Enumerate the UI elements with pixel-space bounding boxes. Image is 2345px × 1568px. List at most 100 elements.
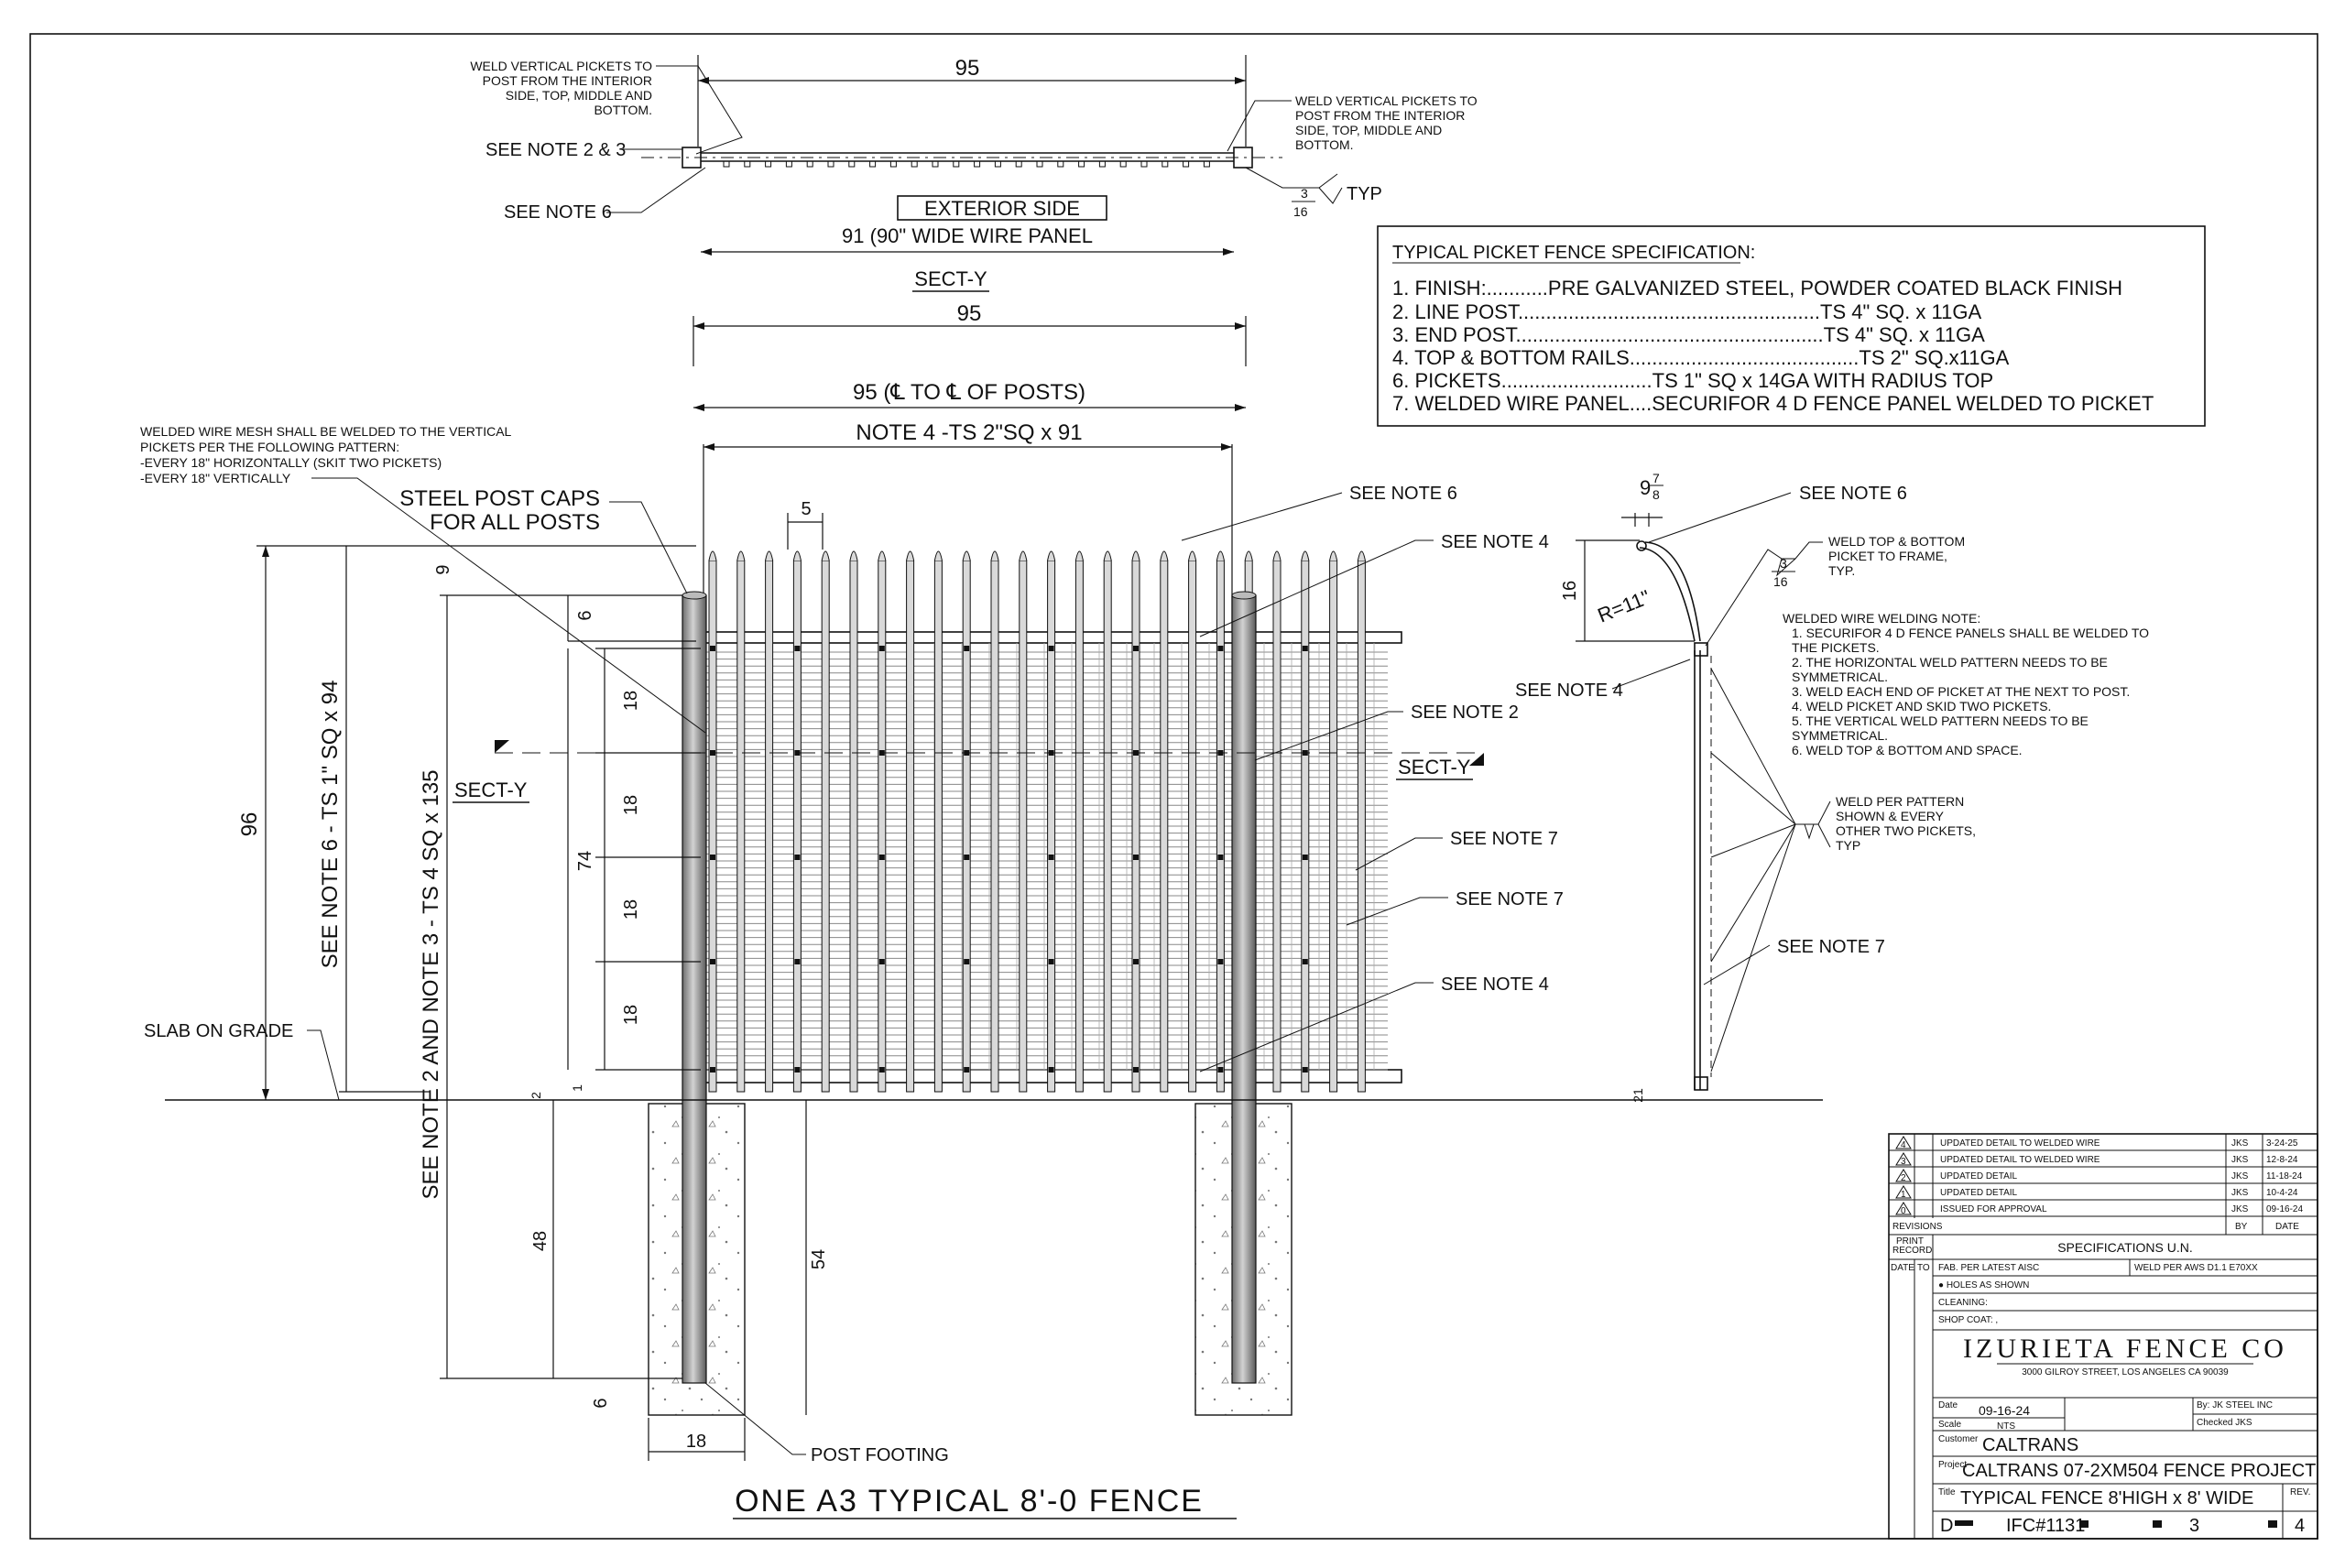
picket (990, 560, 999, 1093)
picket-top (1131, 550, 1140, 561)
picket-top (906, 550, 915, 561)
weld-pattern-2: SHOWN & EVERY (1836, 809, 1945, 823)
rev-date: 09-16-24 (2266, 1204, 2303, 1214)
welding-note-2b: SYMMETRICAL. (1792, 670, 1888, 684)
dim-18-b: 18 (621, 795, 641, 815)
top-picket-tick (1098, 160, 1106, 168)
dim-6: 6 (575, 610, 595, 620)
top-picket-tick (1140, 160, 1148, 168)
picket (1329, 560, 1338, 1093)
dim-1: 1 (570, 1084, 584, 1092)
dim-18-d: 18 (621, 1005, 641, 1025)
picket-top (708, 550, 717, 561)
title-value: TYPICAL FENCE 8'HIGH x 8' WIDE (1960, 1488, 2253, 1508)
dim-16-side: 16 (1560, 581, 1580, 601)
dim-9-7-8-den: 8 (1652, 487, 1660, 502)
top-picket-tick (932, 160, 939, 168)
note-right-line2: POST FROM THE INTERIOR (1295, 108, 1465, 123)
date-col: DATE (1891, 1263, 1914, 1273)
rev-description: ISSUED FOR APPROVAL (1940, 1204, 2047, 1214)
see-note-6-top: SEE NOTE 6 (504, 202, 612, 223)
dim-18-c: 18 (621, 899, 641, 920)
rev-by: JKS (2231, 1138, 2249, 1149)
weld-dot (1133, 1067, 1139, 1073)
rev-description: UPDATED DETAIL (1940, 1188, 2018, 1198)
elevation-view: 95 95 (℄ TO ℄ OF POSTS) NOTE 4 -TS 2"SQ … (140, 301, 1823, 1519)
rev-triangle (1895, 1185, 1912, 1199)
weld-frac-den-top: 16 (1293, 204, 1308, 219)
top-picket-tick (1036, 160, 1043, 168)
weld-dot (710, 750, 715, 756)
rev-description: UPDATED DETAIL (1940, 1171, 2018, 1181)
post-footing: POST FOOTING (811, 1445, 949, 1465)
spec-item-7: 7. WELDED WIRE PANEL....SECURIFOR 4 D FE… (1392, 392, 2154, 415)
top-picket-tick (848, 160, 856, 168)
elev-dim-95-cl: 95 (℄ TO ℄ OF POSTS) (853, 380, 1085, 405)
weld-pattern-3: OTHER TWO PICKETS, (1836, 823, 1976, 838)
weld-top-2: PICKET TO FRAME, (1828, 549, 1947, 563)
note-right-line4: BOTTOM. (1295, 137, 1354, 152)
rev-number: 2 (1901, 1173, 1906, 1183)
typ-label-top: TYP (1347, 184, 1382, 204)
weld-dot (710, 855, 715, 860)
top-picket-tick (1203, 160, 1210, 168)
picket (1074, 560, 1084, 1093)
picket (1357, 560, 1366, 1093)
top-picket-tick (953, 160, 960, 168)
title-label: Title (1938, 1487, 1956, 1497)
picket (1131, 560, 1140, 1093)
weld-dot (1302, 959, 1308, 964)
note-left-line3: SIDE, TOP, MIDDLE AND (506, 88, 652, 103)
weld-dot (794, 1067, 801, 1073)
dim-74: 74 (575, 851, 595, 871)
weld-dot (710, 1067, 715, 1073)
panel-width-dim: 91 (90" WIDE WIRE PANEL (842, 224, 1093, 247)
scale-value: NTS (1997, 1421, 2015, 1432)
rev-by: JKS (2231, 1155, 2249, 1165)
weld-dot (1217, 1067, 1224, 1073)
company-address: 3000 GILROY STREET, LOS ANGELES CA 90039 (2022, 1367, 2229, 1377)
see-note-2-3: SEE NOTE 2 & 3 (485, 140, 626, 160)
weld-dot (710, 959, 715, 964)
top-picket-tick (744, 160, 751, 168)
top-picket-tick (1057, 160, 1064, 168)
size-value: D (1940, 1516, 1953, 1536)
weld-dot (1133, 959, 1139, 964)
picket (962, 560, 971, 1093)
see-note-6-side: SEE NOTE 6 (1799, 484, 1907, 504)
picket (736, 560, 746, 1093)
sheet-border (29, 33, 2318, 1540)
rev-by: JKS (2231, 1188, 2249, 1198)
weld-pattern-4: TYP (1836, 838, 1860, 853)
top-view: 95 WELD VERTICAL PICKETS TO POST FROM TH… (470, 55, 1478, 292)
dim-6-footing: 6 (591, 1398, 611, 1408)
see-note-6-elev: SEE NOTE 6 (1349, 484, 1457, 504)
rev-triangle (1895, 1152, 1912, 1166)
picket-top (849, 550, 858, 561)
dim-48: 48 (530, 1231, 551, 1251)
print-record-2: RECORD (1892, 1246, 1932, 1256)
date-value: 09-16-24 (1979, 1403, 2030, 1418)
exterior-side-label: EXTERIOR SIDE (924, 197, 1080, 220)
picket (765, 560, 774, 1093)
picket-top (821, 550, 830, 561)
top-picket-tick (889, 160, 897, 168)
top-picket-tick (911, 160, 918, 168)
weld-leader (1710, 823, 1796, 963)
picket (1103, 560, 1112, 1093)
section-label-left: SECT-Y (454, 779, 528, 801)
see-note-7-elev-b: SEE NOTE 7 (1456, 889, 1564, 909)
welding-note-2: 2. THE HORIZONTAL WELD PATTERN NEEDS TO … (1792, 655, 2108, 670)
weld-note: WELD PER AWS D1.1 E70XX (2134, 1263, 2258, 1273)
top-picket-tick (785, 160, 792, 168)
welding-note-title: WELDED WIRE WELDING NOTE: (1783, 611, 1980, 626)
to-col: TO (1917, 1263, 1930, 1273)
weld-dot (878, 1067, 885, 1073)
holes-note: ● HOLES AS SHOWN (1938, 1280, 2029, 1290)
top-picket-tick (827, 160, 834, 168)
slab-on-grade: SLAB ON GRADE (144, 1021, 293, 1041)
dim-9: 9 (433, 564, 453, 574)
top-picket-tick (1183, 160, 1190, 168)
post-caps-2: FOR ALL POSTS (430, 510, 600, 535)
